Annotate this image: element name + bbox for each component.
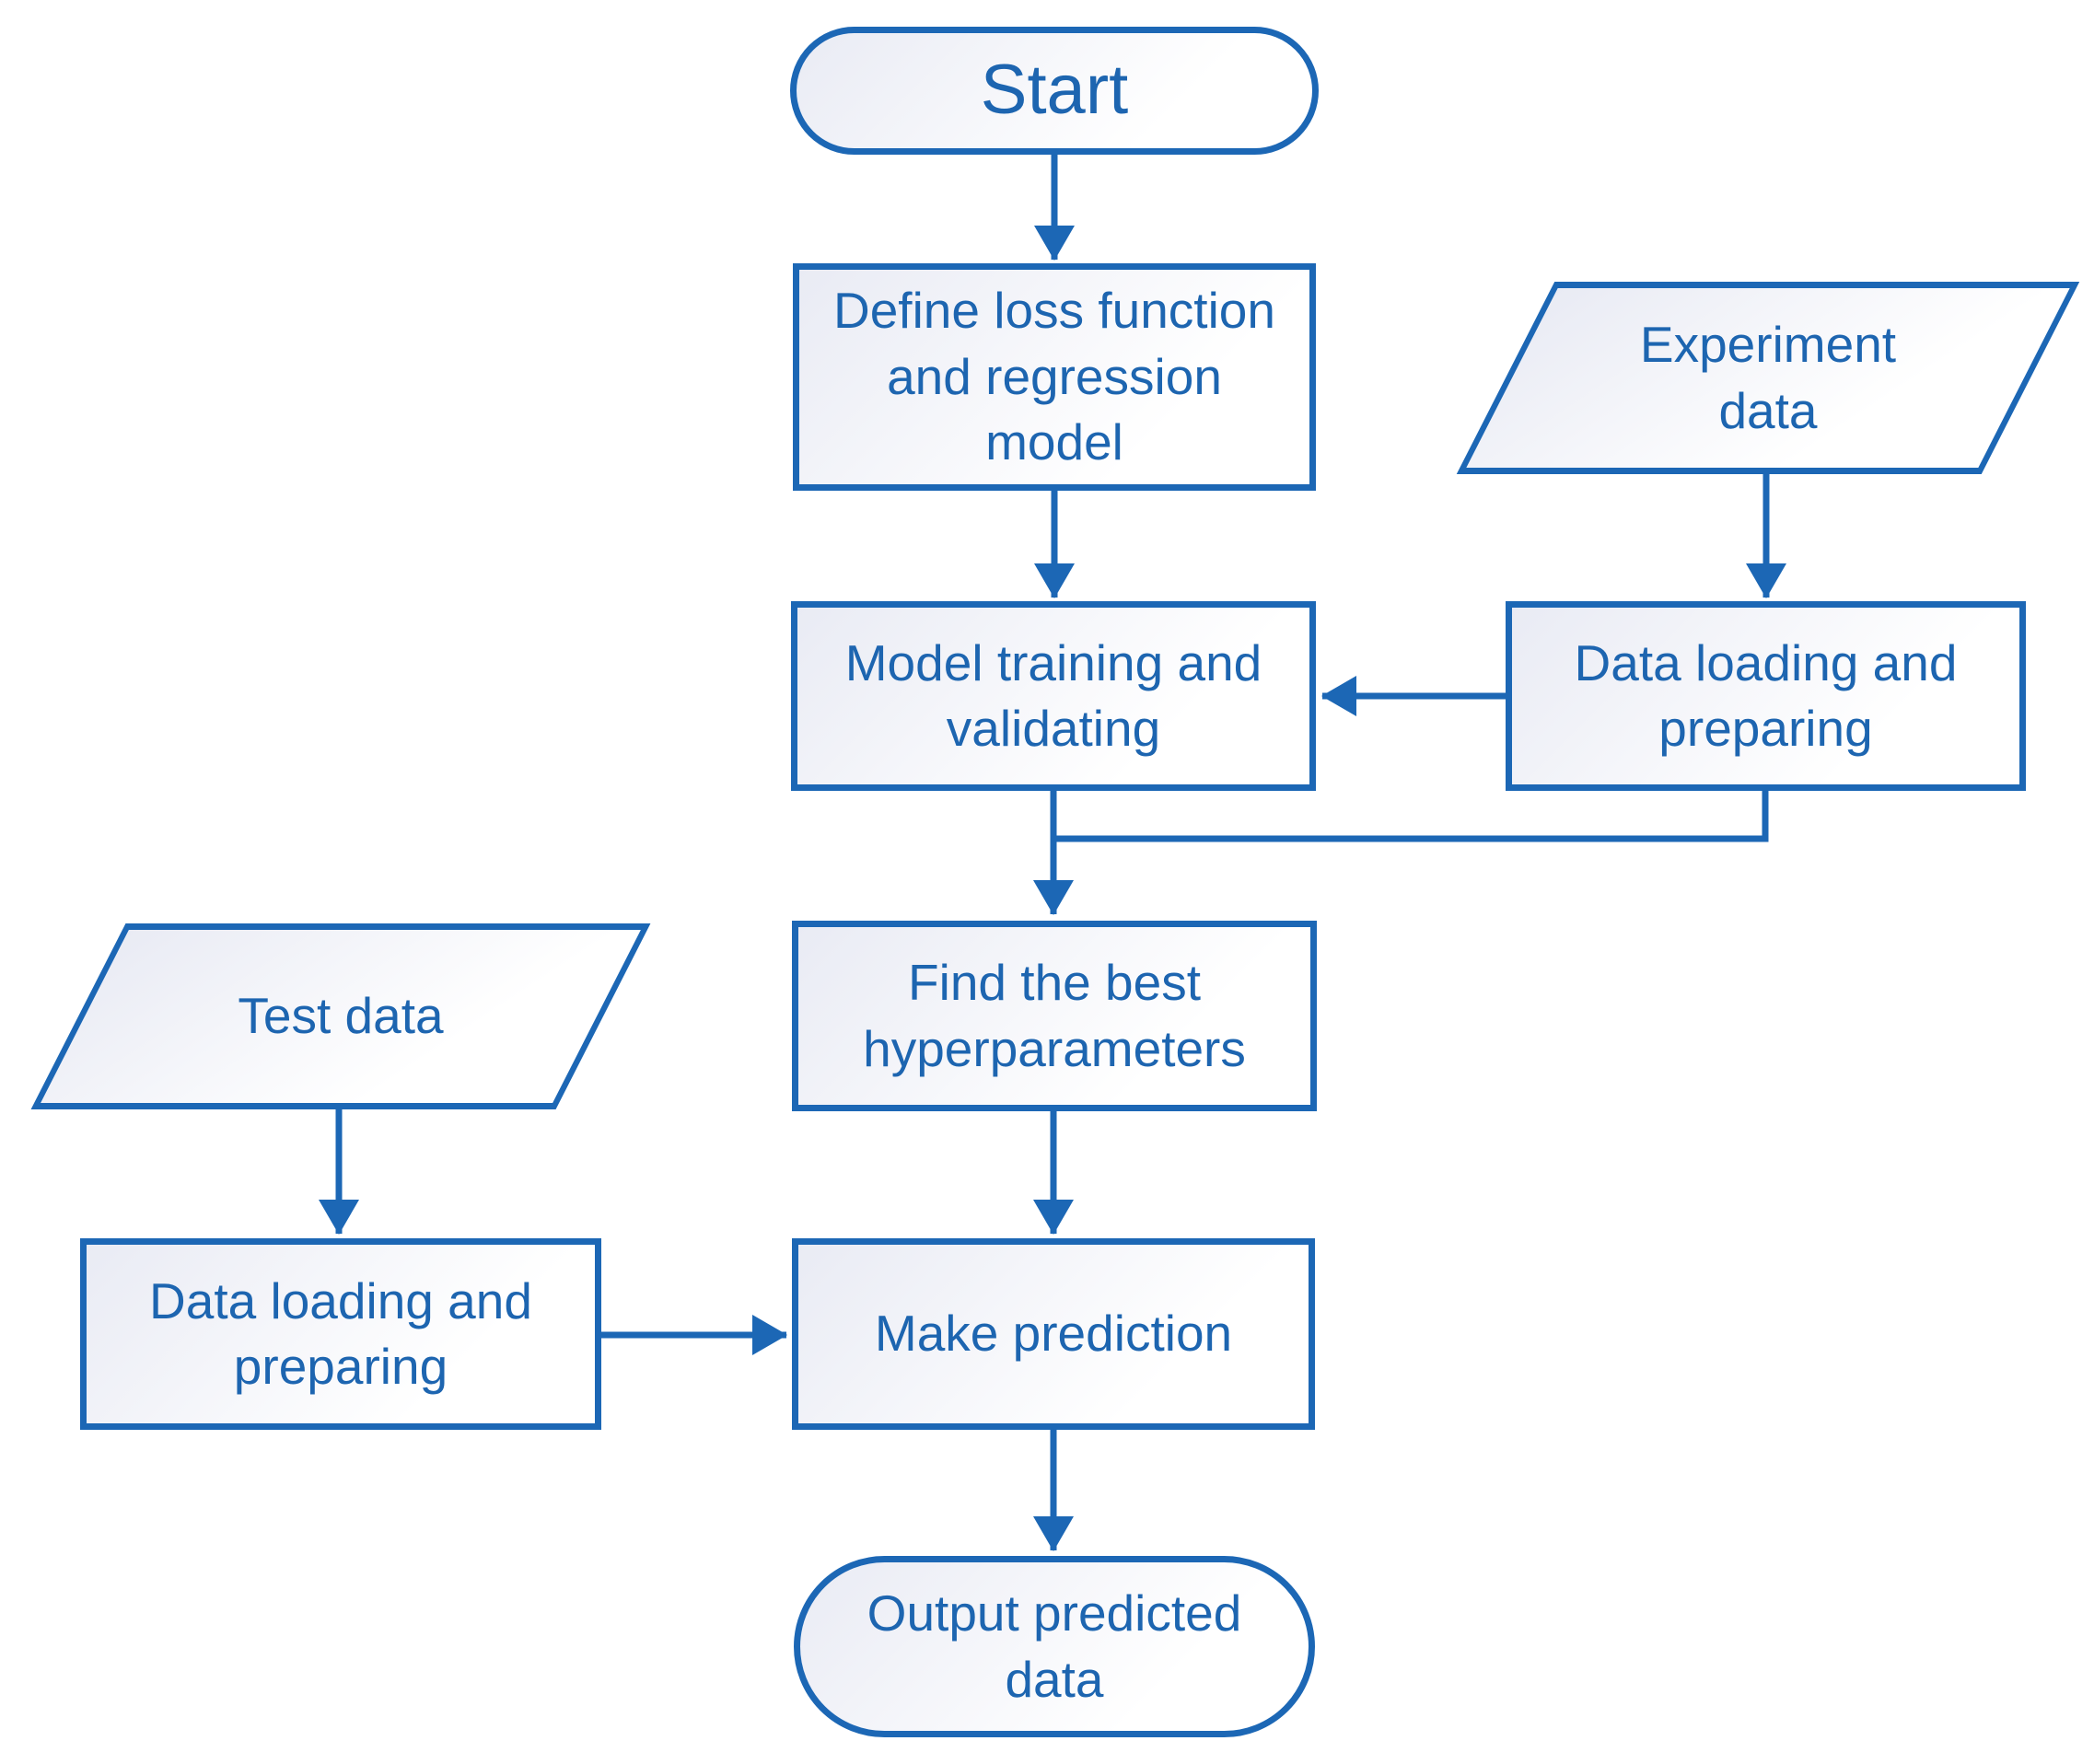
data-loading-right-node: Data loading and preparing	[1506, 601, 2026, 791]
output-label: Output predicted data	[867, 1584, 1242, 1708]
define-loss-label: Define loss function and regression mode…	[833, 282, 1275, 471]
start-node: Start	[790, 27, 1319, 155]
experiment-data-node: Experiment data	[1456, 282, 2080, 474]
output-shape	[794, 1556, 1315, 1737]
make-prediction-shape	[792, 1238, 1315, 1430]
define-loss-node: Define loss function and regression mode…	[793, 263, 1316, 491]
start-shape	[790, 27, 1319, 155]
model-training-shape	[791, 601, 1316, 791]
model-training-node: Model training and validating	[791, 601, 1316, 791]
test-data-node: Test data	[30, 923, 651, 1109]
experiment-data-label: Experiment data	[1639, 316, 1897, 439]
define-loss-shape	[793, 263, 1316, 491]
output-node: Output predicted data	[794, 1556, 1315, 1737]
make-prediction-label: Make prediction	[874, 1305, 1233, 1363]
connector-data-loading-join	[1050, 789, 1769, 842]
test-data-label: Test data	[238, 987, 444, 1045]
data-loading-left-node: Data loading and preparing	[80, 1238, 601, 1430]
find-best-node: Find the best hyperparameters	[792, 921, 1317, 1111]
data-loading-right-shape	[1506, 601, 2026, 791]
data-loading-left-label: Data loading and preparing	[149, 1271, 532, 1396]
make-prediction-node: Make prediction	[792, 1238, 1315, 1430]
start-label: Start	[980, 51, 1129, 130]
model-training-label: Model training and validating	[844, 633, 1262, 758]
data-loading-right-label: Data loading and preparing	[1574, 633, 1958, 758]
find-best-shape	[792, 921, 1317, 1111]
data-loading-left-shape	[80, 1238, 601, 1430]
find-best-label: Find the best hyperparameters	[863, 954, 1246, 1077]
